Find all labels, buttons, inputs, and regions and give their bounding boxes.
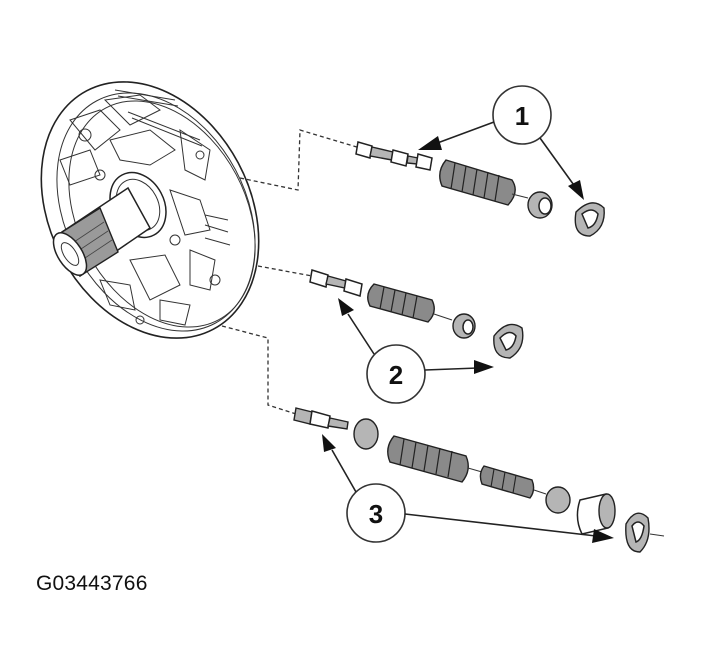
arrow-icon (418, 136, 442, 150)
spring-2 (367, 283, 435, 323)
arrow-icon (568, 180, 584, 200)
plug-3 (545, 486, 571, 514)
spring-3 (387, 435, 469, 483)
stator-shaft (52, 186, 151, 278)
inner-spring-3 (479, 465, 535, 499)
retaining-clip-1 (574, 202, 605, 237)
retaining-clip-3 (625, 512, 650, 553)
callout-3: 3 (322, 434, 614, 543)
pump-body (40, 81, 260, 339)
valve-3 (293, 407, 379, 450)
valve-1 (355, 141, 433, 171)
figure-id: G03443766 (36, 572, 148, 595)
arrow-icon (338, 298, 354, 316)
callout-2: 2 (338, 298, 494, 404)
arrow-icon (592, 529, 614, 543)
valve-assembly-2 (257, 265, 524, 359)
callout-3-label: 3 (369, 499, 383, 529)
callout-2-label: 2 (389, 360, 403, 390)
retaining-clip-2 (493, 323, 524, 359)
valve-assembly-1 (239, 129, 605, 237)
spring-1 (439, 159, 516, 206)
sleeve-3 (576, 493, 616, 535)
valve-2 (309, 269, 363, 297)
plug-1 (527, 191, 553, 219)
callout-1-label: 1 (515, 101, 529, 131)
callout-1: 1 (418, 85, 584, 200)
arrow-icon (474, 360, 494, 374)
arrow-icon (322, 434, 336, 452)
plug-2 (452, 313, 476, 339)
valve-assembly-3 (221, 325, 665, 553)
